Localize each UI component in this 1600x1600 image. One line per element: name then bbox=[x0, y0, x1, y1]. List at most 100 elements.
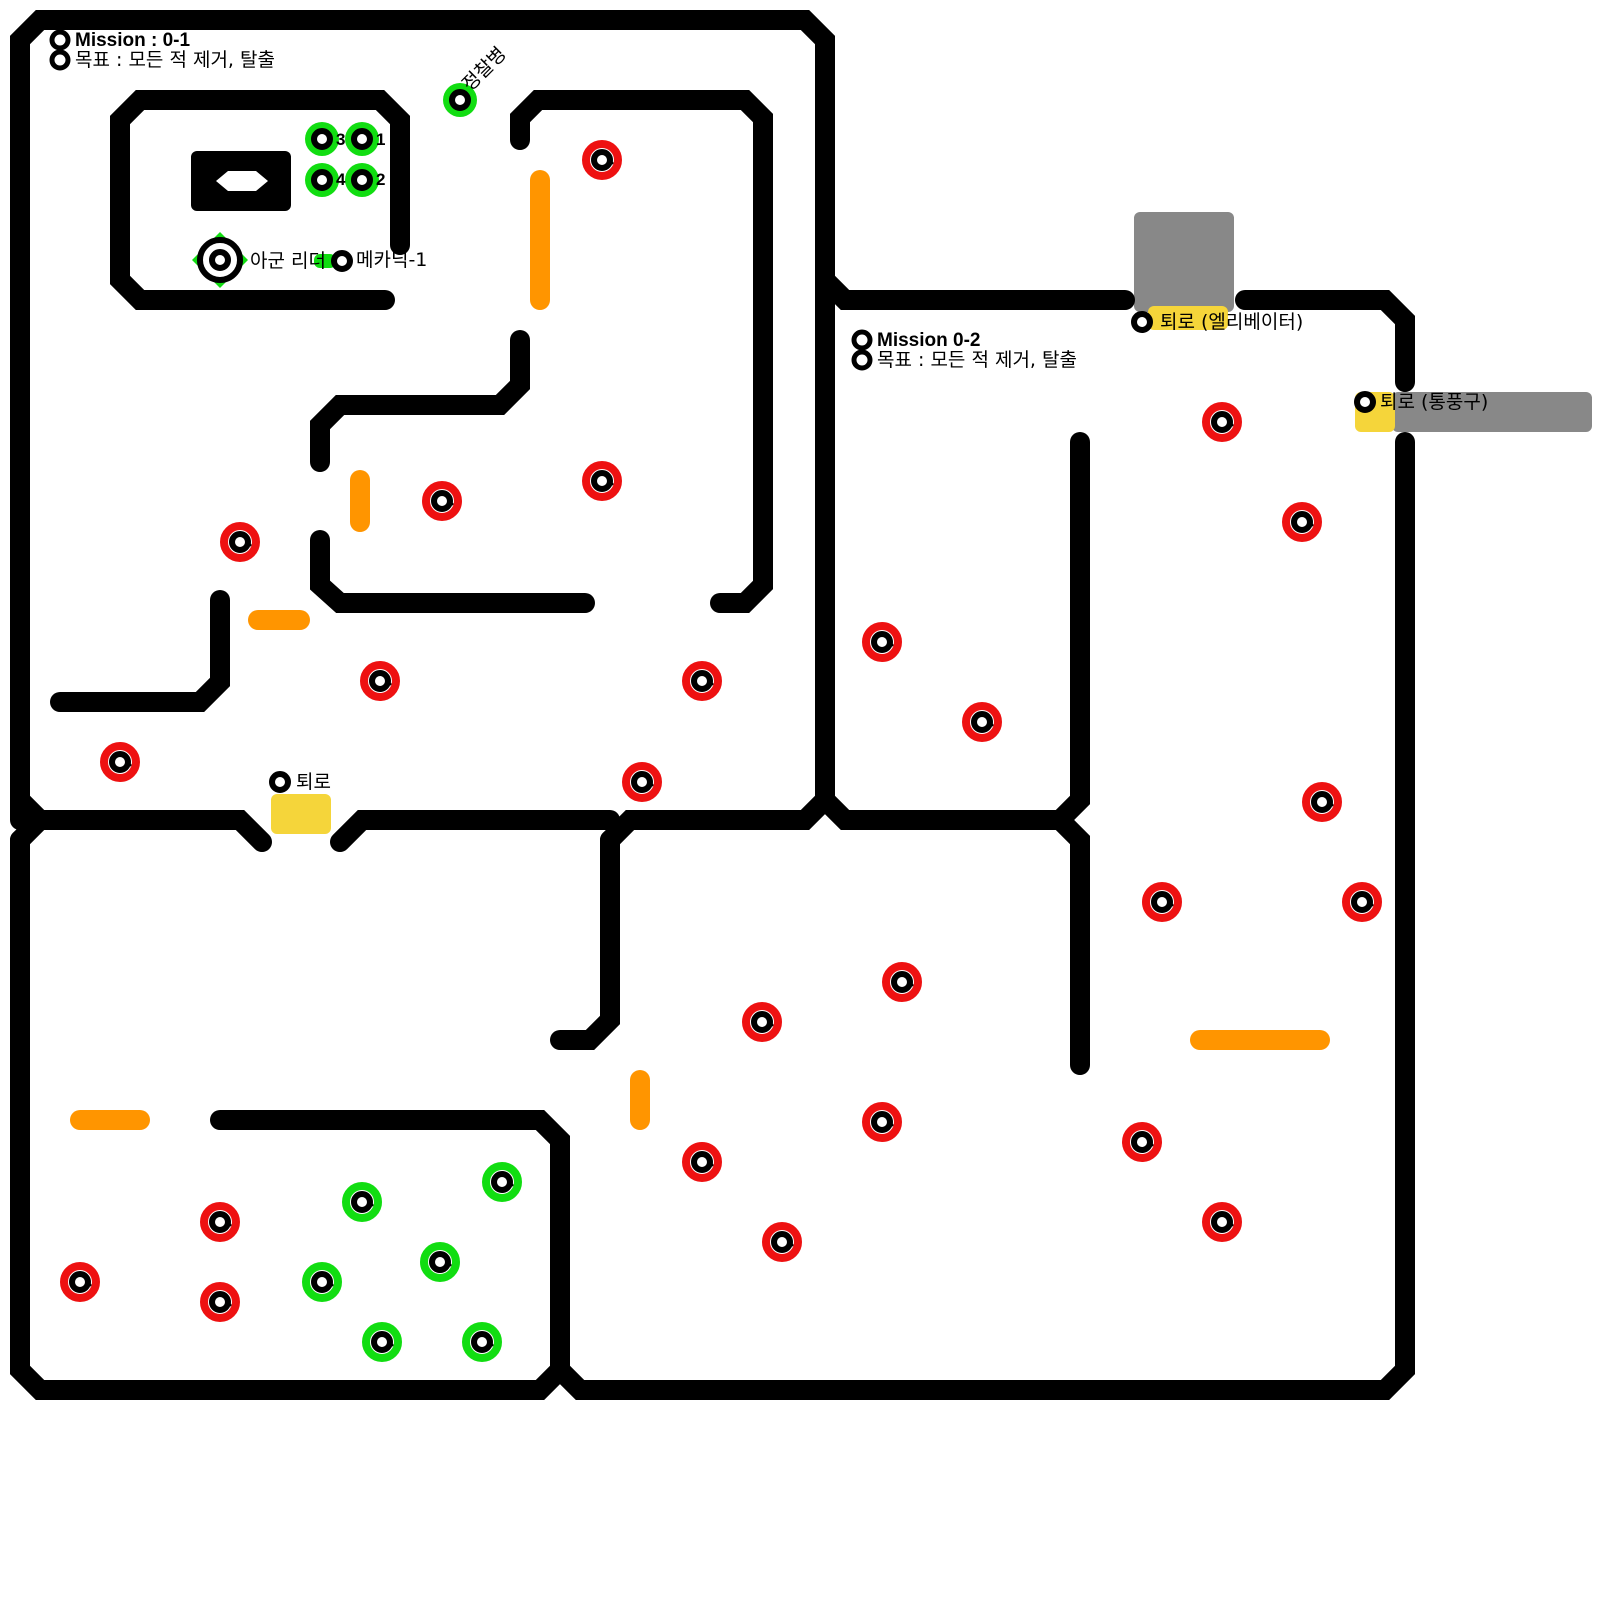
facing-dot bbox=[1170, 903, 1174, 907]
wall-segment bbox=[330, 810, 620, 852]
vent-zone bbox=[1392, 392, 1592, 432]
squad-number: 4 bbox=[336, 170, 346, 189]
unit-ring bbox=[1202, 402, 1242, 442]
unit-core bbox=[351, 169, 373, 191]
unit-ring bbox=[1282, 502, 1322, 542]
facing-dot bbox=[650, 783, 654, 787]
ally-unit-icon bbox=[420, 1242, 460, 1282]
unit-core bbox=[311, 128, 333, 150]
facing-dot bbox=[388, 682, 392, 686]
squad-member-icon bbox=[345, 122, 379, 156]
enemy-unit-icon bbox=[742, 1002, 782, 1042]
scout-label: 정찰병 bbox=[458, 43, 511, 96]
facing-dot bbox=[1310, 523, 1314, 527]
enemy-unit-icon bbox=[1202, 402, 1242, 442]
wall-segment bbox=[550, 830, 620, 1050]
enemy-unit-icon bbox=[682, 661, 722, 701]
squad-number: 3 bbox=[336, 130, 345, 149]
facing-dot bbox=[248, 543, 252, 547]
unit-ring bbox=[462, 1322, 502, 1362]
ally-unit-icon bbox=[362, 1322, 402, 1362]
wall-segment bbox=[1235, 290, 1415, 392]
enemy-unit-icon bbox=[1122, 1122, 1162, 1162]
facing-dot bbox=[370, 1203, 374, 1207]
scout-unit-icon bbox=[443, 83, 477, 117]
mission-marker-icon bbox=[851, 329, 873, 371]
wall-segment bbox=[10, 790, 272, 852]
squad-number: 2 bbox=[376, 170, 385, 189]
ally-leader-label: 아군 리더 bbox=[250, 250, 326, 272]
enemy-unit-icon bbox=[360, 661, 400, 701]
unit-ring bbox=[582, 140, 622, 180]
unit-ring bbox=[482, 1162, 522, 1202]
exit-elevator-label: 퇴로 (엘리베이터) bbox=[1160, 311, 1303, 333]
mission-objective: 목표 : 모든 적 제거, 탈출 bbox=[877, 349, 1077, 371]
facing-dot bbox=[990, 723, 994, 727]
exit-elevator-marker-icon bbox=[1131, 311, 1153, 333]
unit-ring bbox=[342, 1182, 382, 1222]
unit-core bbox=[449, 89, 471, 111]
facing-dot bbox=[510, 1183, 514, 1187]
ally-unit-icon bbox=[462, 1322, 502, 1362]
unit-ring bbox=[220, 522, 260, 562]
unit-ring bbox=[762, 1222, 802, 1262]
mission-objective: 목표 : 모든 적 제거, 탈출 bbox=[75, 49, 275, 71]
unit-ring bbox=[420, 1242, 460, 1282]
facing-dot bbox=[1330, 803, 1334, 807]
wall-segment bbox=[50, 590, 230, 712]
enemy-unit-icon bbox=[962, 702, 1002, 742]
wall-segment bbox=[310, 530, 595, 613]
wall-segment bbox=[10, 830, 570, 1400]
facing-dot bbox=[88, 1283, 92, 1287]
wall-segment bbox=[550, 432, 1415, 1400]
enemy-unit-icon bbox=[1142, 882, 1182, 922]
unit-ring bbox=[200, 1282, 240, 1322]
units-layer bbox=[60, 83, 1382, 1362]
unit-core bbox=[1351, 891, 1373, 913]
doors-layer bbox=[70, 170, 1330, 1130]
ally-leader-icon bbox=[192, 232, 248, 288]
facing-dot bbox=[128, 763, 132, 767]
unit-core bbox=[209, 1291, 231, 1313]
squad-member-icon bbox=[305, 122, 339, 156]
unit-core bbox=[311, 169, 333, 191]
unit-ring bbox=[1142, 882, 1182, 922]
facing-dot bbox=[1230, 423, 1234, 427]
unit-ring bbox=[422, 481, 462, 521]
unit-core bbox=[591, 470, 613, 492]
facing-dot bbox=[448, 1263, 452, 1267]
ally-unit-icon bbox=[342, 1182, 382, 1222]
unit-ring bbox=[962, 702, 1002, 742]
unit-core bbox=[209, 1211, 231, 1233]
enemy-unit-icon bbox=[200, 1202, 240, 1242]
facing-dot bbox=[610, 482, 614, 486]
unit-core bbox=[69, 1271, 91, 1293]
facing-dot bbox=[1230, 1223, 1234, 1227]
exit-zone bbox=[271, 794, 331, 834]
unit-core bbox=[1151, 891, 1173, 913]
enemy-unit-icon bbox=[1342, 882, 1382, 922]
unit-ring bbox=[302, 1262, 342, 1302]
unit-ring bbox=[1202, 1202, 1242, 1242]
unit-core bbox=[1211, 411, 1233, 433]
unit-ring bbox=[100, 742, 140, 782]
enemy-unit-icon bbox=[200, 1282, 240, 1322]
unit-core bbox=[1131, 1131, 1153, 1153]
unit-ring bbox=[582, 461, 622, 501]
mission-title: Mission 0-2 bbox=[877, 330, 980, 351]
facing-dot bbox=[450, 502, 454, 506]
unit-core bbox=[229, 531, 251, 553]
unit-core bbox=[871, 631, 893, 653]
zones-layer bbox=[271, 212, 1592, 834]
facing-dot bbox=[490, 1343, 494, 1347]
enemy-unit-icon bbox=[882, 962, 922, 1002]
enemy-unit-icon bbox=[422, 481, 462, 521]
enemy-unit-icon bbox=[100, 742, 140, 782]
enemy-unit-icon bbox=[1302, 782, 1342, 822]
unit-ring bbox=[360, 661, 400, 701]
enemy-unit-icon bbox=[862, 622, 902, 662]
facing-dot bbox=[770, 1023, 774, 1027]
wall-segment bbox=[510, 90, 773, 613]
enemy-unit-icon bbox=[862, 1102, 902, 1142]
